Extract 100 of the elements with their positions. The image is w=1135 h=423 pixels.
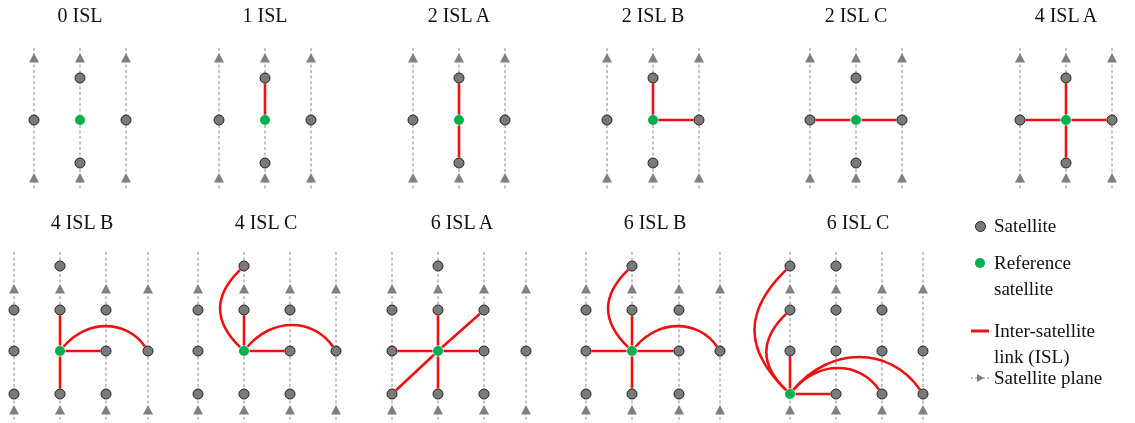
satellite-dot [120,114,132,126]
satellite-dot [238,304,250,316]
satellite-dot [784,304,796,316]
link-line [591,349,627,353]
panel-title: 0 ISL [57,4,103,26]
satellite-dot [28,114,40,126]
panel-title: 4 ISL B [50,211,114,233]
satellite-dot [192,345,204,357]
satellite-dot [917,388,929,400]
satellite-dot [1014,114,1026,126]
satellite-dot [238,260,250,272]
satellite-dot [1060,157,1072,169]
link-line [263,83,267,115]
link-line [395,353,435,392]
link-line [1025,118,1061,122]
satellite-dot [647,72,659,84]
panel-title: 2 ISL C [824,4,888,26]
satellite-dot [830,388,842,400]
satellite-dot [673,388,685,400]
satellite-dot [192,388,204,400]
reference-satellite-dot [454,115,464,125]
reference-satellite-dot [260,115,270,125]
satellite-dot [284,345,296,357]
satellite-dot [580,388,592,400]
satellite-dot [830,345,842,357]
link-line [637,349,674,353]
satellite-dot [896,114,908,126]
link-line [436,356,440,389]
link-line [630,356,634,389]
satellite-dot [784,345,796,357]
panel-title: 6 ISL A [430,211,494,233]
reference-satellite-dot [55,346,65,356]
satellite-dot [478,345,490,357]
satellite-dot [74,157,86,169]
satellite-dot [804,114,816,126]
legend-label: Satellite plane [994,367,1104,390]
satellite-dot [520,345,532,357]
legend-label: Reference satellite [994,251,1072,301]
satellite-dot [693,114,705,126]
satellite-dot [850,72,862,84]
satellite-dot [259,157,271,169]
satellite-dot [386,345,398,357]
satellite-dot [1106,114,1118,126]
satellite-dot [601,114,613,126]
satellite-dot [284,388,296,400]
panel-title: 6 ISL B [623,211,687,233]
satellite-dot [142,345,154,357]
link-line [443,349,479,353]
link-line [58,356,62,389]
satellite-dot [784,260,796,272]
link-line [441,312,481,349]
satellite-dot [432,260,444,272]
link-line [861,118,897,122]
satellite-dot [673,304,685,316]
satellite-dot [407,114,419,126]
link-line [62,324,146,348]
link-line [634,324,718,348]
link-line [630,315,634,346]
link-line [1064,83,1068,115]
reference-satellite-dot [433,346,443,356]
satellite-dot [647,157,659,169]
link-line [242,315,246,346]
satellite-dot [499,114,511,126]
satellite-dot [830,304,842,316]
satellite-dot [714,345,726,357]
link-line [788,356,792,389]
satellite-dot [1060,72,1072,84]
satellite-dot [478,304,490,316]
link-line [606,268,629,349]
satellite-dot [626,388,638,400]
satellite-dot [192,304,204,316]
satellite-dot [478,388,490,400]
legend-label: Satellite [994,214,1058,238]
link-line [65,349,101,353]
panel-title: 2 ISL A [427,4,491,26]
reference-satellite-dot [1061,115,1071,125]
panel-title: 4 ISL C [234,211,298,233]
reference-satellite-dot [648,115,658,125]
satellite-dot [432,304,444,316]
satellite-dot [626,260,638,272]
panel-title: 6 ISL C [826,211,890,233]
satellite-dot [100,304,112,316]
satellite-dot [917,345,929,357]
satellite-dot [284,304,296,316]
satellite-dot [100,388,112,400]
link-line [795,392,831,396]
satellite-dot [876,388,888,400]
satellite-dot [8,345,20,357]
satellite-dot [100,345,112,357]
satellite-dot [386,388,398,400]
satellite-dot [238,388,250,400]
satellite-dot [876,345,888,357]
satellite-dot [54,260,66,272]
satellite-dot [876,304,888,316]
link-line [1071,118,1107,122]
link-line [1064,125,1068,158]
link-line [765,312,787,392]
link-line [58,315,62,346]
satellite-dot [580,304,592,316]
reference-satellite-dot [851,115,861,125]
